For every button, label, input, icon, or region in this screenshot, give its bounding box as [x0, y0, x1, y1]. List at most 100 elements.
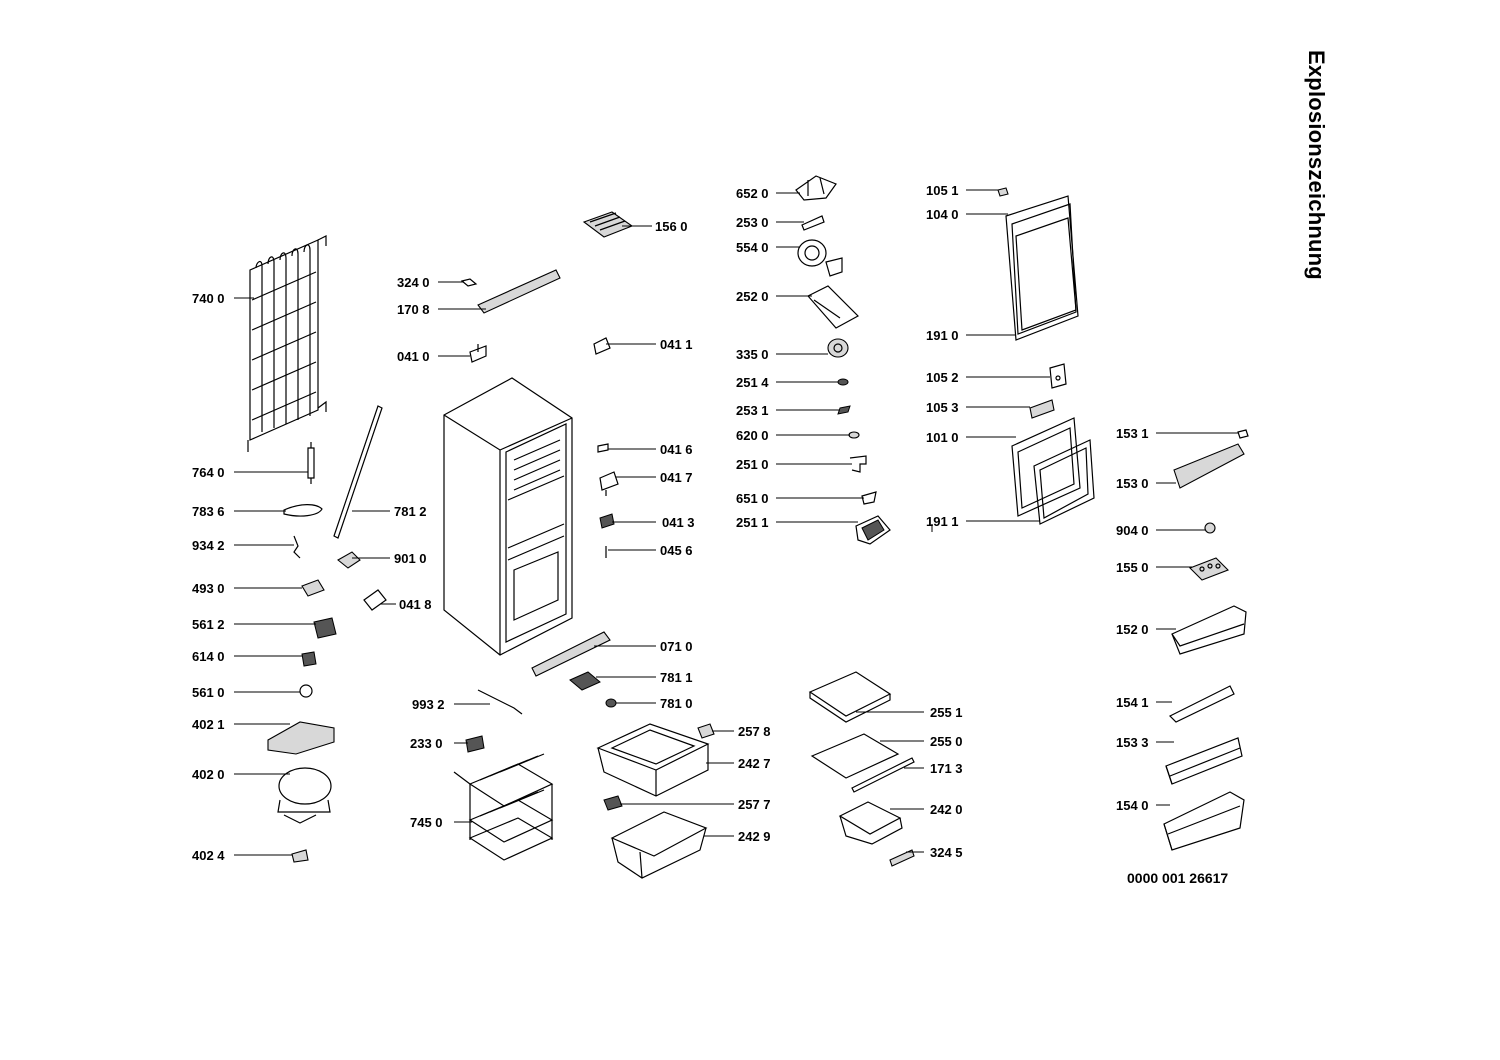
drawer-lower-drawing	[610, 811, 708, 879]
part-label-101-0: 101 0	[926, 430, 959, 445]
part-label-252-0: 252 0	[736, 289, 769, 304]
part-label-041-8: 041 8	[399, 597, 432, 612]
switch-box-drawing	[855, 515, 891, 545]
foot-drawing	[605, 698, 617, 708]
part-label-255-0: 255 0	[930, 734, 963, 749]
part-label-493-0: 493 0	[192, 581, 225, 596]
drawing-title: Explosionszeichnung	[1304, 50, 1329, 280]
door-shelf-upper-drawing	[1171, 605, 1247, 655]
part-label-154-0: 154 0	[1116, 798, 1149, 813]
part-label-781-0: 781 0	[660, 696, 693, 711]
part-label-191-1: 191 1	[926, 514, 959, 529]
lamp-housing-drawing	[807, 285, 859, 329]
part-label-156-0: 156 0	[655, 219, 688, 234]
top-hinge-cap-drawing	[997, 187, 1009, 197]
part-label-105-2: 105 2	[926, 370, 959, 385]
part-label-652-0: 652 0	[736, 186, 769, 201]
crisper-drawer-drawing	[838, 801, 903, 845]
part-label-170-8: 170 8	[397, 302, 430, 317]
document-number: 0000 001 26617	[1127, 870, 1229, 886]
drawer-clip-drawing	[697, 723, 715, 739]
glass-plate-drawing	[810, 733, 900, 779]
part-label-242-0: 242 0	[930, 802, 963, 817]
pin-drawing	[1237, 429, 1249, 439]
part-label-561-2: 561 2	[192, 617, 225, 632]
small-bracket-drawing	[597, 443, 609, 453]
drawer-upper-drawing	[596, 723, 710, 797]
shelf-trim-drawing	[851, 757, 915, 793]
bulb-drawing	[848, 431, 860, 439]
part-label-614-0: 614 0	[192, 649, 225, 664]
part-label-783-6: 783 6	[192, 504, 225, 519]
part-label-104-0: 104 0	[926, 207, 959, 222]
fan-drawing	[797, 239, 843, 277]
part-label-041-7: 041 7	[660, 470, 693, 485]
bracket-right-drawing	[593, 337, 611, 355]
part-label-251-0: 251 0	[736, 457, 769, 472]
part-label-934-2: 934 2	[192, 538, 225, 553]
part-label-153-3: 153 3	[1116, 735, 1149, 750]
plinth-cover-drawing	[569, 671, 601, 691]
hinge-pin-drawing	[599, 513, 615, 529]
lamp-bulb-drawing	[861, 491, 877, 505]
part-label-402-1: 402 1	[192, 717, 225, 732]
starter-drawing	[313, 617, 337, 639]
part-label-171-3: 171 3	[930, 761, 963, 776]
part-label-253-1: 253 1	[736, 403, 769, 418]
compressor-cover-drawing	[267, 721, 335, 755]
part-label-242-9: 242 9	[738, 829, 771, 844]
part-label-045-6: 045 6	[660, 543, 693, 558]
part-label-781-1: 781 1	[660, 670, 693, 685]
part-label-901-0: 901 0	[394, 551, 427, 566]
part-label-251-4: 251 4	[736, 375, 769, 390]
part-labels: 740 0 324 0 170 8 041 0 764 0 783 6 934 …	[192, 183, 1149, 863]
bracket-left-drawing	[469, 344, 487, 363]
part-label-993-2: 993 2	[412, 697, 445, 712]
compressor-drawing	[277, 767, 332, 824]
middle-hinge-drawing	[599, 471, 619, 496]
hinge-plate-drawing	[1049, 363, 1067, 389]
part-label-324-0: 324 0	[397, 275, 430, 290]
capillary-drawing	[801, 215, 825, 231]
part-label-153-1: 153 1	[1116, 426, 1149, 441]
part-label-041-3: 041 3	[662, 515, 695, 530]
part-label-155-0: 155 0	[1116, 560, 1149, 575]
clip-drawing	[460, 278, 478, 287]
part-label-153-0: 153 0	[1116, 476, 1149, 491]
door-rod-drawing	[333, 405, 383, 539]
part-label-764-0: 764 0	[192, 465, 225, 480]
part-label-233-0: 233 0	[410, 736, 443, 751]
relay-drawing	[299, 684, 313, 698]
part-label-242-7: 242 7	[738, 756, 771, 771]
part-label-255-1: 255 1	[930, 705, 963, 720]
part-label-554-0: 554 0	[736, 240, 769, 255]
compressor-foot-drawing	[291, 849, 309, 863]
washer-drawing	[837, 378, 849, 386]
fridge-door-drawing	[1011, 417, 1081, 517]
dryer-filter-drawing	[307, 442, 315, 484]
lamp-cover-drawing	[849, 455, 867, 473]
part-label-154-1: 154 1	[1116, 695, 1149, 710]
door-shelf-rail-drawing	[1168, 685, 1235, 723]
hinge-bracket-drawing	[363, 589, 387, 611]
part-label-402-0: 402 0	[192, 767, 225, 782]
wire-drawing	[293, 535, 301, 559]
cabinet-drawing	[443, 377, 573, 656]
part-label-041-0: 041 0	[397, 349, 430, 364]
part-label-071-0: 071 0	[660, 639, 693, 654]
ice-tray-drawing	[582, 211, 634, 238]
part-label-745-0: 745 0	[410, 815, 443, 830]
relay-block-drawing	[301, 579, 325, 597]
part-label-781-2: 781 2	[394, 504, 427, 519]
part-label-561-0: 561 0	[192, 685, 225, 700]
hinge-block-drawing	[1029, 399, 1055, 419]
part-label-257-8: 257 8	[738, 724, 771, 739]
button-drawing	[1204, 522, 1216, 534]
thermostat-drawing	[795, 175, 837, 201]
hinge-cover-drawing	[337, 551, 361, 569]
leader-lines	[234, 189, 1238, 856]
door-shelf-middle-drawing	[1165, 737, 1243, 785]
part-label-152-0: 152 0	[1116, 622, 1149, 637]
